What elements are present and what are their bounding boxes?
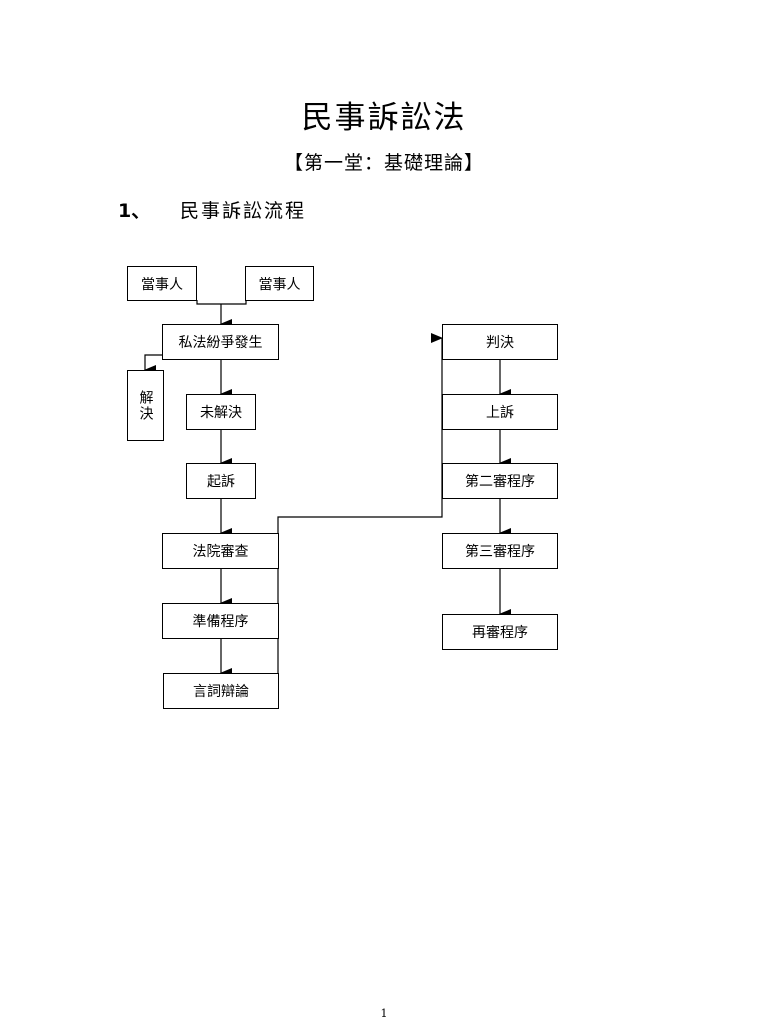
node-judgment: 判決 xyxy=(442,324,558,360)
node-appeal: 上訴 xyxy=(442,394,558,430)
node-party-a: 當事人 xyxy=(127,266,197,301)
node-dispute: 私法紛爭發生 xyxy=(162,324,279,360)
section-number: 1、 xyxy=(118,200,151,222)
node-unresolved: 未解決 xyxy=(186,394,256,430)
edge-dispute-to-resolved xyxy=(144,354,162,375)
edge-party-a-to-dispute xyxy=(196,300,221,305)
page-number: 1 xyxy=(380,1007,388,1020)
edge-party-b-to-dispute xyxy=(221,300,247,305)
node-resolved: 解決 xyxy=(127,370,164,441)
node-retrial: 再審程序 xyxy=(442,614,558,650)
edge-oral-argument-to-judgment xyxy=(277,333,443,690)
node-oral-argument: 言詞辯論 xyxy=(163,673,279,709)
node-lawsuit: 起訴 xyxy=(186,463,256,499)
node-second-instance: 第二審程序 xyxy=(442,463,558,499)
node-party-b: 當事人 xyxy=(245,266,314,301)
section-heading-text: 民事訴訟流程 xyxy=(180,200,307,222)
document-subtitle: 【第一堂：基礎理論】 xyxy=(283,152,484,174)
node-court-review: 法院審查 xyxy=(162,533,279,569)
node-preparation: 準備程序 xyxy=(162,603,279,639)
section-heading: 1、 民事訴訟流程 xyxy=(118,196,304,223)
node-third-instance: 第三審程序 xyxy=(442,533,558,569)
document-title: 民事訴訟法 xyxy=(301,100,467,136)
